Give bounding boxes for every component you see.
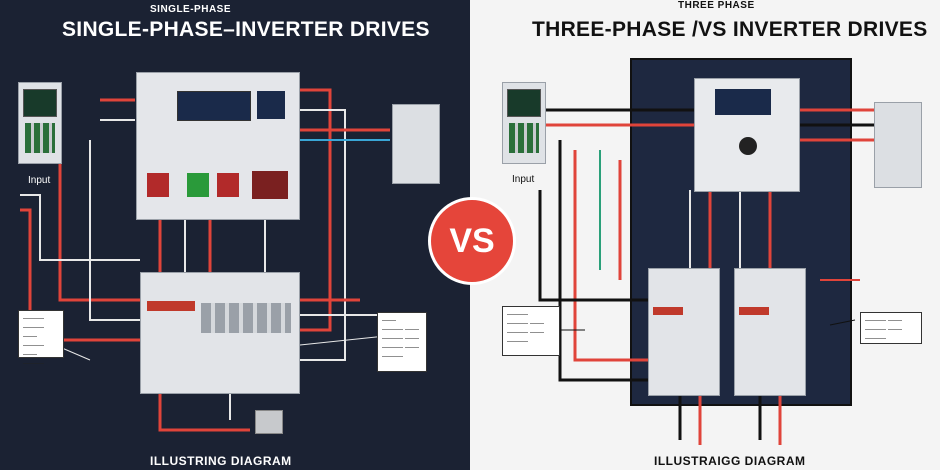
left-footer: ILLUSTRING DIAGRAM bbox=[150, 454, 292, 468]
right-small-title: THREE PHASE bbox=[678, 0, 755, 11]
left-note-2: ————— ————— ————— ————— bbox=[377, 312, 427, 372]
right-contactor-1 bbox=[648, 268, 720, 396]
right-input-label: Input bbox=[512, 174, 535, 185]
right-note-1: —————— ————— ————— bbox=[502, 306, 560, 356]
left-motor bbox=[255, 410, 283, 434]
vs-label: VS bbox=[449, 221, 495, 260]
left-inverter-drive bbox=[136, 72, 300, 220]
right-inverter-drive bbox=[694, 78, 800, 192]
left-small-title: SINGLE-PHASE bbox=[150, 4, 232, 15]
right-input-meter bbox=[502, 82, 546, 164]
right-footer: ILLUSTRAIGG DIAGRAM bbox=[654, 454, 806, 468]
left-output-terminal bbox=[392, 104, 440, 184]
right-contactor-2 bbox=[734, 268, 806, 396]
left-input-meter bbox=[18, 82, 62, 164]
right-output-terminal bbox=[874, 102, 922, 188]
left-note-1: —————— ————— ————— bbox=[18, 310, 64, 367]
left-input-label: Input bbox=[28, 175, 51, 186]
left-title: SINGLE-PHASE–INVERTER DRIVES bbox=[62, 18, 430, 41]
left-contactor-block bbox=[140, 272, 300, 394]
right-title: THREE-PHASE /VS INVERTER DRIVES bbox=[532, 18, 928, 41]
right-note-2: ——— ————— ————— bbox=[860, 312, 922, 344]
vs-badge: VS bbox=[428, 197, 516, 285]
